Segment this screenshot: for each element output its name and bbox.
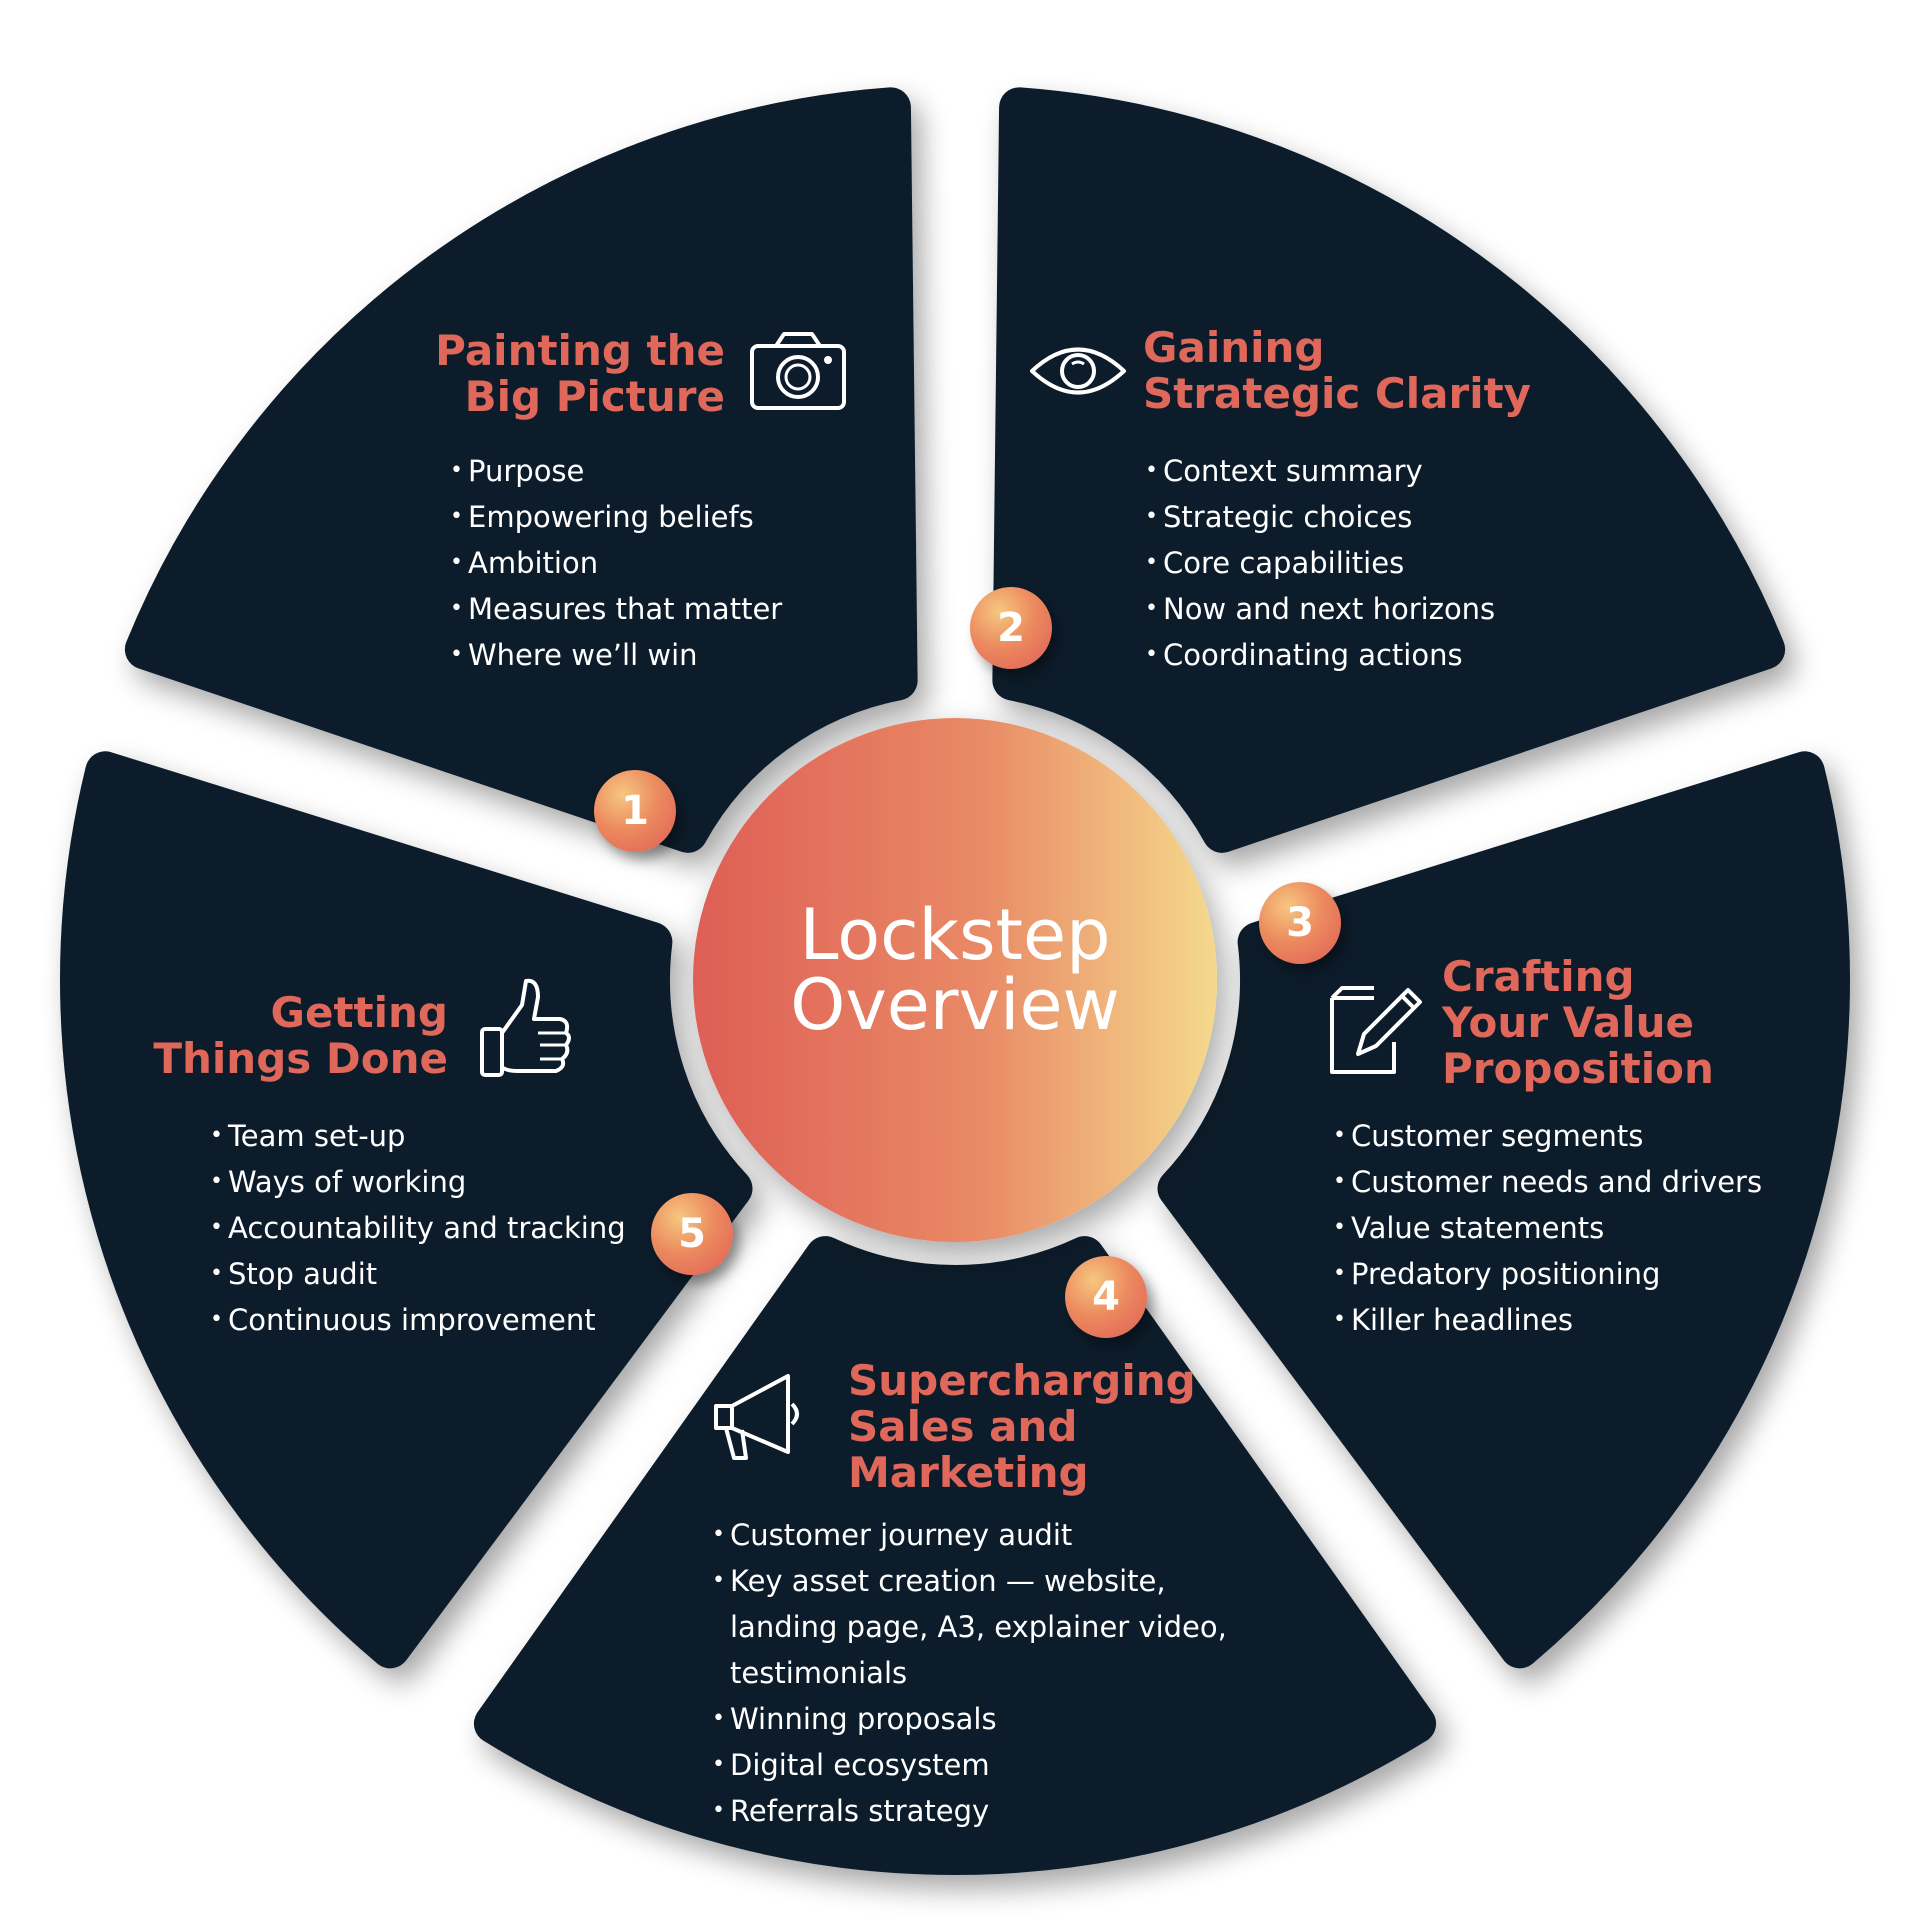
list-item: Purpose [450,448,782,494]
list-item: Where we’ll win [450,632,782,678]
list-item: Killer headlines [1333,1297,1762,1343]
segment-2-title: Gaining Strategic Clarity [1143,323,1532,418]
thumbs-up-icon [480,978,571,1077]
eye-icon [1030,347,1126,395]
list-item: Core capabilities [1145,540,1495,586]
segment-4-bullets: Customer journey audit Key asset creatio… [712,1512,1272,1834]
list-item: Value statements [1333,1205,1762,1251]
list-item: Customer segments [1333,1113,1762,1159]
megaphone-icon [714,1374,799,1460]
segment-3-title: Crafting Your Value Proposition [1442,952,1714,1093]
list-item: Now and next horizons [1145,586,1495,632]
list-item: Key asset creation — website, landing pa… [712,1558,1272,1696]
list-item: Referrals strategy [712,1788,1272,1834]
list-item: Continuous improvement [210,1297,626,1343]
list-item: Accountability and tracking [210,1205,626,1251]
list-item: Customer journey audit [712,1512,1272,1558]
segment-3-bullets: Customer segments Customer needs and dri… [1333,1113,1762,1343]
list-item: Measures that matter [450,586,782,632]
list-item: Ways of working [210,1159,626,1205]
list-item: Winning proposals [712,1696,1272,1742]
center-title-line2: Overview [790,964,1120,1046]
center-title-line1: Lockstep [799,894,1111,976]
document-pencil-icon [1330,986,1422,1074]
list-item: Team set-up [210,1113,626,1159]
list-item: Digital ecosystem [712,1742,1272,1788]
segment-5-title: Getting Things Done [153,988,448,1083]
list-item: Predatory positioning [1333,1251,1762,1297]
center-title: Lockstep Overview [690,900,1220,1040]
step-badge-4: 4 [1065,1256,1147,1338]
list-item: Coordinating actions [1145,632,1495,678]
segment-1-bullets: Purpose Empowering beliefs Ambition Meas… [450,448,782,678]
segment-1-title: Painting the Big Picture [435,326,725,421]
list-item: Customer needs and drivers [1333,1159,1762,1205]
center-circle [693,718,1217,1242]
step-badge-3: 3 [1259,882,1341,964]
list-item: Strategic choices [1145,494,1495,540]
segment-5-bullets: Team set-up Ways of working Accountabili… [210,1113,626,1343]
list-item: Empowering beliefs [450,494,782,540]
list-item: Ambition [450,540,782,586]
step-badge-5: 5 [651,1193,733,1275]
camera-icon [750,332,846,410]
list-item: Context summary [1145,448,1495,494]
step-badge-1: 1 [594,770,676,852]
step-badge-2: 2 [970,587,1052,669]
segment-4-title: Supercharging Sales and Marketing [848,1356,1196,1497]
list-item: Stop audit [210,1251,626,1297]
segment-2-bullets: Context summary Strategic choices Core c… [1145,448,1495,678]
